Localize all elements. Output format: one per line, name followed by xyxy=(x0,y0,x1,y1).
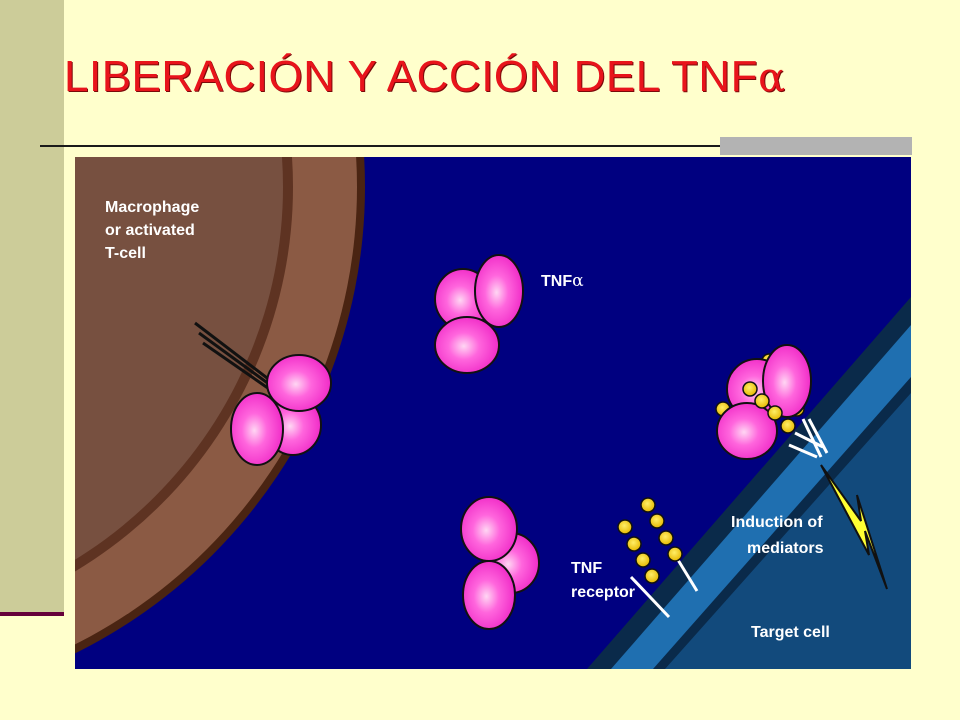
induction-label: Induction of mediators xyxy=(731,514,827,557)
free-tnf-trimer xyxy=(460,496,540,630)
induction-label-line-2: mediators xyxy=(747,540,824,557)
tnf-diagram: Macrophage or activated T-cell TNFα TNF … xyxy=(75,157,911,669)
macrophage-label-line-3: T-cell xyxy=(105,245,146,262)
left-sidebar-bar xyxy=(0,0,64,612)
target-cell xyxy=(587,297,911,669)
target-cell-label: Target cell xyxy=(751,624,830,641)
tnf-alpha-label-text: TNF xyxy=(541,273,572,290)
macrophage-cell xyxy=(75,157,365,654)
tnf-alpha-label-symbol: α xyxy=(572,271,584,291)
tnf-receptor-unbound xyxy=(617,497,699,619)
slide-title-text: LIBERACIÓN Y ACCIÓN DEL TNF xyxy=(64,52,759,101)
slide-title-symbol: α xyxy=(758,55,786,101)
macrophage-label: Macrophage or activated T-cell xyxy=(105,199,204,262)
tnf-receptor-label-line-2: receptor xyxy=(571,584,635,601)
title-divider xyxy=(40,145,912,147)
slide-title: LIBERACIÓN Y ACCIÓN DEL TNFα xyxy=(64,52,786,102)
macrophage-label-line-1: Macrophage xyxy=(105,199,199,216)
membrane-tnf-trimer xyxy=(230,354,332,466)
left-sidebar-accent xyxy=(0,612,64,616)
tnf-receptor-label-line-1: TNF xyxy=(571,560,602,577)
divider-accent-block xyxy=(720,137,912,155)
tnf-diagram-svg: Macrophage or activated T-cell TNFα TNF … xyxy=(75,157,911,669)
signal-lightning-icon xyxy=(820,464,888,590)
receptor-beads-front xyxy=(742,381,796,434)
tnf-alpha-label: TNFα xyxy=(541,271,584,291)
induction-label-line-1: Induction of xyxy=(731,514,823,531)
soluble-tnf-trimer xyxy=(434,254,524,374)
bound-tnf-trimer xyxy=(716,344,812,460)
tnf-receptor-bound-stalks xyxy=(788,418,829,459)
macrophage-label-line-2: or activated xyxy=(105,222,195,239)
tnf-membrane-anchor xyxy=(194,321,276,395)
tnf-receptor-label: TNF receptor xyxy=(571,560,635,601)
